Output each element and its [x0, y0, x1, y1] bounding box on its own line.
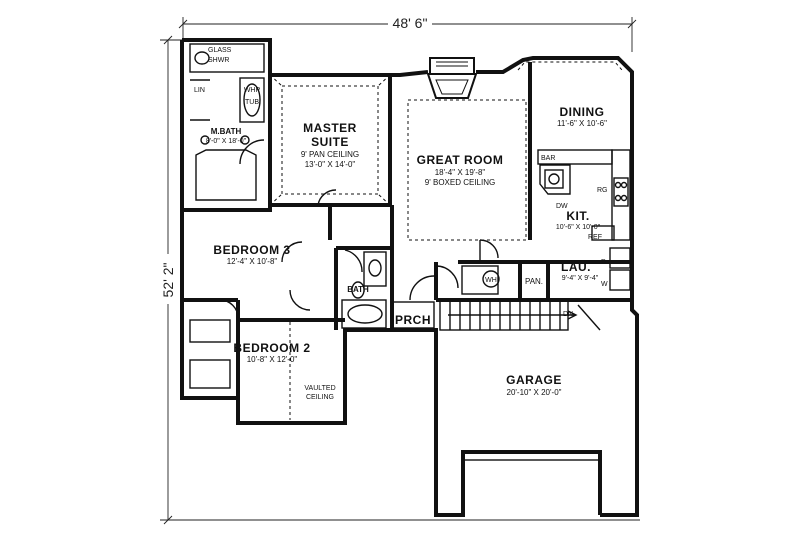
tub-label-1: WHP [244, 87, 261, 94]
great-room-size: 18'-4" X 19'-8" [435, 168, 486, 177]
bedroom2-name: BEDROOM 2 [233, 341, 310, 355]
bedroom3-size: 12'-4" X 10'-8" [227, 257, 278, 266]
bedroom2-ceiling-2: CEILING [306, 394, 334, 401]
depth-dimension: 52' 2" [160, 35, 640, 525]
master-suite-ceiling-label: 9' PAN CEILING [301, 150, 359, 159]
kitchen-fixtures [537, 149, 631, 241]
water-heater-label: WH [485, 277, 497, 284]
glass-shower-label-2: SHWR [208, 57, 229, 64]
bar-label: BAR [541, 155, 555, 162]
master-bath-name: M.BATH [211, 127, 242, 136]
stairs [439, 299, 578, 331]
tub-label-2: TUB [245, 99, 259, 106]
master-bath-size: 8'-0" X 18'-0" [206, 138, 247, 145]
porch-area [391, 301, 435, 329]
width-dimension: 48' 6" [178, 14, 637, 52]
master-suite-size: 13'-0" X 14'-0" [305, 160, 356, 169]
dining-size: 11'-6" X 10'-6" [557, 119, 607, 128]
pantry-label: PAN. [525, 277, 543, 286]
laundry-name: LAU. [561, 260, 591, 274]
dining-bay [517, 61, 623, 71]
bedroom2-size: 10'-8" X 12'-0" [247, 355, 298, 364]
laundry-size: 9'-4" X 9'-4" [562, 275, 599, 282]
bedroom2-ceiling-1: VAULTED [304, 385, 335, 392]
dryer-label: D [601, 259, 606, 266]
dishwasher-label: DW [556, 203, 568, 210]
great-room-name: GREAT ROOM [417, 153, 504, 167]
refrigerator-label: REF [588, 234, 602, 241]
bath-fixtures [341, 249, 387, 329]
washer-label: W [601, 281, 608, 288]
garage-door [462, 451, 601, 461]
porch-label: PRCH [395, 313, 431, 327]
fireplace [426, 57, 478, 99]
depth-dimension-label: 52' 2" [160, 263, 176, 298]
bedroom-details [189, 241, 311, 420]
master-suite-name-2: SUITE [311, 135, 349, 149]
bath-label: BATH [347, 285, 369, 294]
garage-name: GARAGE [506, 373, 562, 387]
glass-shower-label-1: GLASS [208, 47, 232, 54]
width-dimension-label: 48' 6" [393, 15, 428, 31]
great-room-ceiling-label: 9' BOXED CEILING [425, 178, 495, 187]
master-suite-ceiling [269, 74, 391, 206]
hall-fixtures [409, 265, 500, 301]
stair-down-label: DN [563, 311, 573, 318]
kitchen-name: KIT. [566, 209, 589, 223]
linen-label: LIN [194, 87, 205, 94]
range-label: RG [597, 187, 608, 194]
bedroom3-name: BEDROOM 3 [213, 243, 290, 257]
garage-size: 20'-10" X 20'-0" [507, 388, 562, 397]
master-suite-name-1: MASTER [303, 121, 357, 135]
dining-name: DINING [560, 105, 605, 119]
kitchen-size: 10'-6" X 10'-0" [556, 224, 601, 231]
master-bath-fixtures [189, 43, 265, 201]
laundry-fixtures [577, 247, 631, 331]
great-room-ceiling [407, 99, 527, 262]
